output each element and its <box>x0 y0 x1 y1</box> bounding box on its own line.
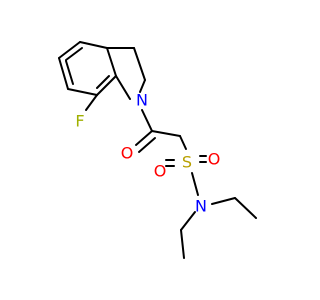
bond <box>180 229 185 259</box>
atom-label-oxygen-carbonyl: O <box>121 144 134 163</box>
bond <box>67 88 98 96</box>
bond <box>106 47 117 77</box>
bond <box>139 79 146 93</box>
bond <box>141 109 153 132</box>
bond <box>135 130 153 146</box>
atom-label-nitrogen-amide: N <box>195 197 207 216</box>
bond <box>65 60 74 85</box>
bond <box>115 75 131 100</box>
bond <box>58 57 69 90</box>
atom-label-sulfur: S <box>182 153 192 172</box>
bond <box>179 135 187 150</box>
bond <box>234 197 257 219</box>
bond <box>96 75 117 96</box>
bond <box>151 130 181 137</box>
atom-label-fluorine: F <box>75 112 84 131</box>
atom-label-nitrogen-indoline: N <box>136 91 148 110</box>
bond <box>180 211 196 231</box>
bond <box>191 172 199 196</box>
atom-label-oxygen-sulfonyl-left: O <box>154 162 167 181</box>
molecule-structure: F N O S O O N <box>58 41 257 259</box>
bond <box>96 75 110 89</box>
atom-label-oxygen-sulfonyl-right: O <box>208 150 221 169</box>
bond <box>58 41 81 59</box>
bond <box>211 197 236 205</box>
bond <box>65 47 83 61</box>
bond <box>133 47 146 81</box>
bond <box>85 94 98 111</box>
bond <box>138 137 156 153</box>
bond <box>79 41 108 49</box>
